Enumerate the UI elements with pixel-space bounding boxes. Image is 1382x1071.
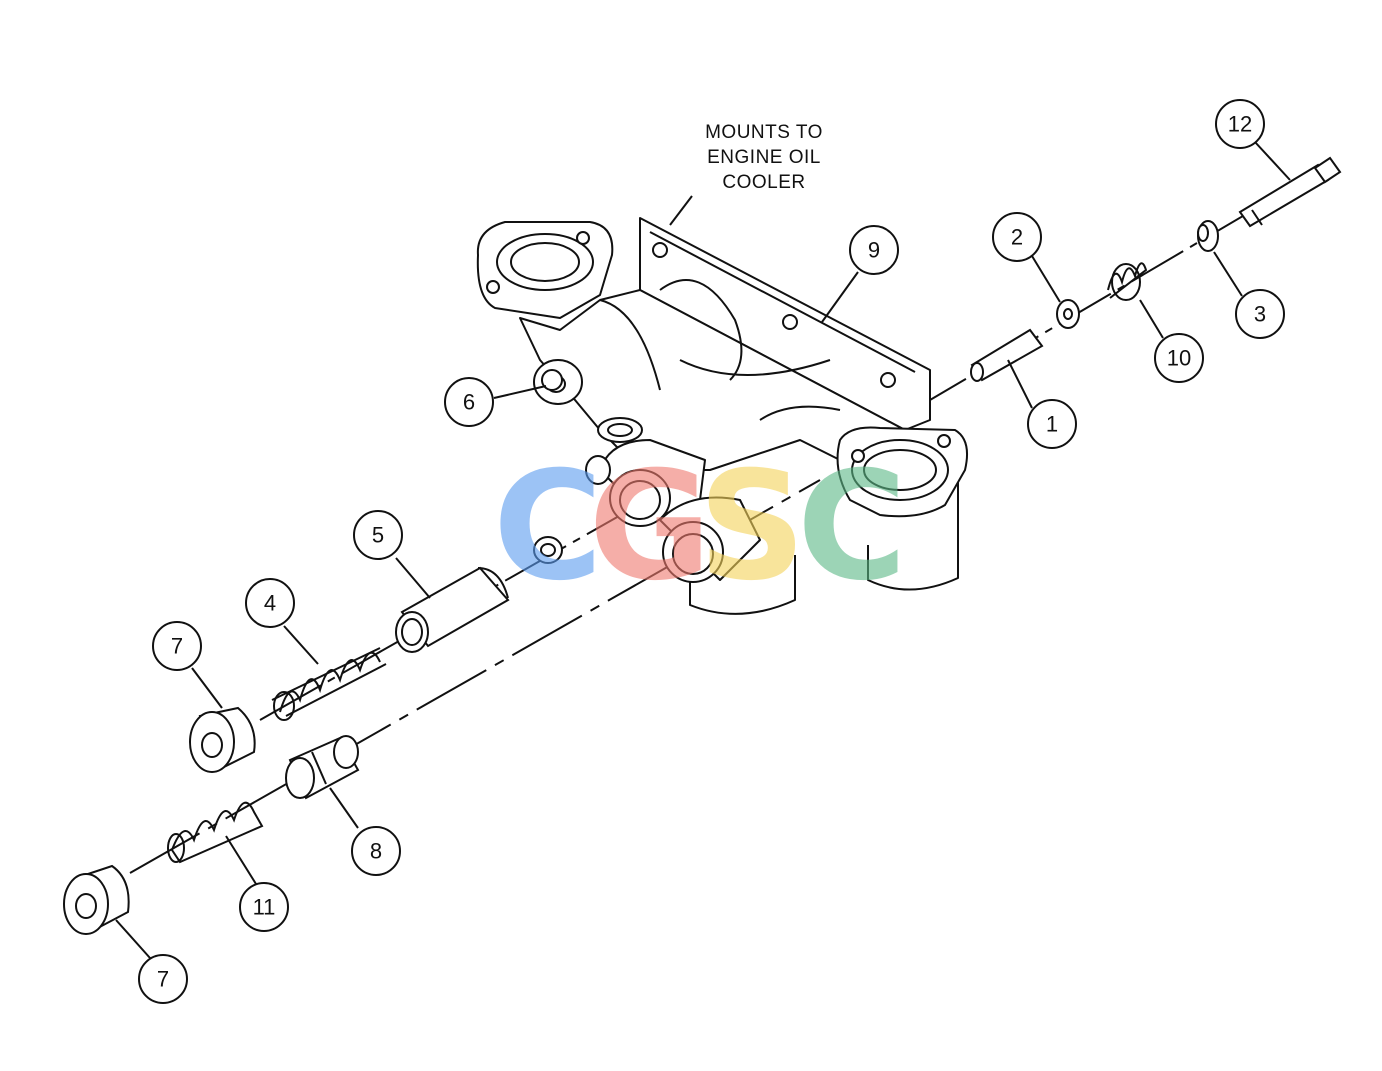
callout-label-11: 11 [253, 895, 276, 920]
oil-filter-base-housing [476, 217, 968, 615]
part-8-sleeve [285, 735, 360, 800]
part-6-plug [541, 369, 563, 391]
callout-7-upper: 7 [152, 621, 202, 671]
callout-label-4: 4 [264, 591, 276, 616]
callout-7-lower: 7 [138, 954, 188, 1004]
part-10-spring [1107, 262, 1148, 301]
callout-label-10: 10 [1167, 346, 1191, 371]
callout-label-3: 3 [1254, 302, 1266, 327]
part-3-retainer [1197, 220, 1219, 252]
callout-11: 11 [239, 882, 289, 932]
part-7-plug-lower [63, 864, 130, 935]
callout-8: 8 [351, 826, 401, 876]
callout-label-1: 1 [1046, 412, 1058, 437]
part-7-plug-upper [189, 706, 256, 773]
part-12-bolt [1238, 156, 1342, 228]
watermark-letter-2: G [588, 440, 711, 614]
note-line-3: COOLER [722, 172, 805, 193]
callout-label-7-lower: 7 [157, 967, 169, 992]
callout-label-5: 5 [372, 523, 384, 548]
callout-9: 9 [849, 225, 899, 275]
leader-lines [115, 141, 1291, 959]
watermark-logo: C G S C [493, 440, 907, 614]
callout-5: 5 [353, 510, 403, 560]
callout-label-8: 8 [370, 839, 382, 864]
part-1-pin [970, 328, 1044, 382]
part-2-washer [1056, 299, 1080, 329]
part-4-spring [271, 647, 387, 721]
part-11-spring [167, 801, 264, 864]
callout-label-7-upper: 7 [171, 634, 183, 659]
note-line-2: ENGINE OIL [707, 147, 821, 168]
callout-12: 12 [1215, 99, 1265, 149]
watermark-letter-3: S [698, 440, 806, 614]
note-line-1: MOUNTS TO [705, 122, 823, 143]
callout-1: 1 [1027, 399, 1077, 449]
callout-label-9: 9 [868, 238, 880, 263]
callout-6: 6 [444, 377, 494, 427]
callout-2: 2 [992, 212, 1042, 262]
watermark-letter-1: C [493, 440, 603, 614]
callout-label-12: 12 [1228, 112, 1252, 137]
part-5-valve [395, 536, 563, 653]
mounting-note: MOUNTS TO ENGINE OIL COOLER [705, 122, 823, 193]
callout-4: 4 [245, 578, 295, 628]
watermark-letter-4: C [797, 440, 907, 614]
callout-10: 10 [1154, 333, 1204, 383]
callouts: 12 2 9 3 10 6 1 5 [138, 99, 1285, 1004]
callout-label-6: 6 [463, 390, 475, 415]
callout-3: 3 [1235, 289, 1285, 339]
callout-label-2: 2 [1011, 225, 1023, 250]
